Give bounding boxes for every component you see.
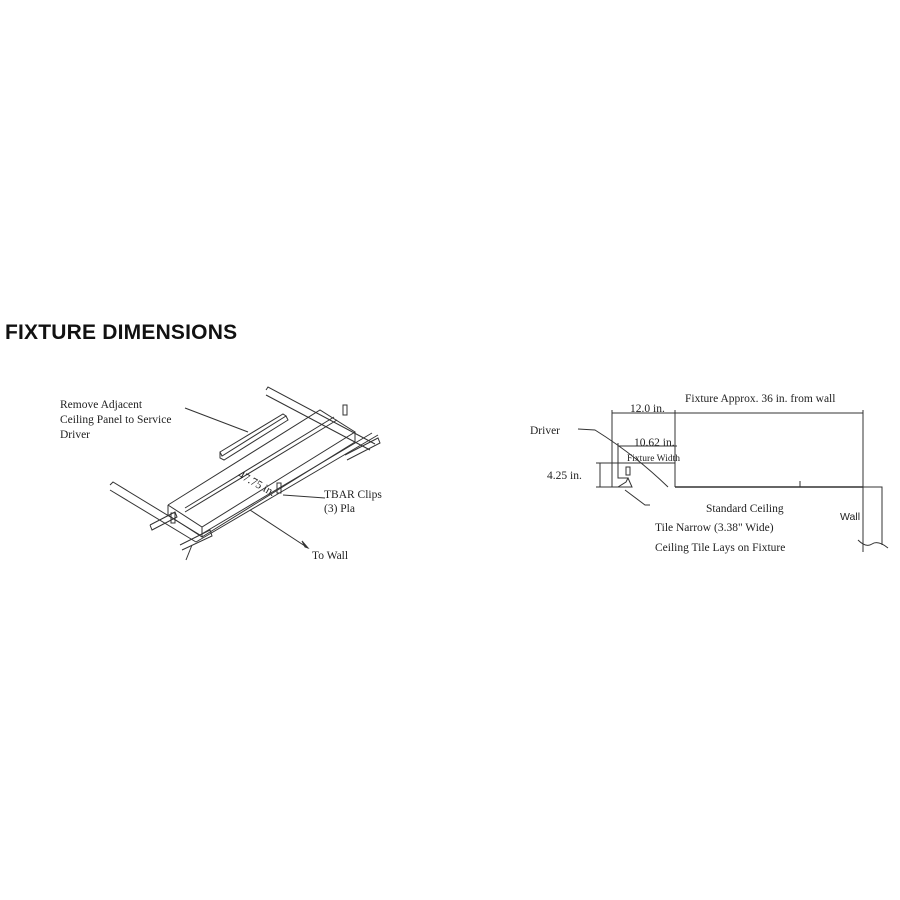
ceiling-note-line1: Standard Ceiling (706, 503, 784, 515)
ceiling-note-line3: Ceiling Tile Lays on Fixture (655, 542, 786, 554)
wall-label: Wall (840, 511, 861, 523)
width-1062-label: 10.62 in. (634, 437, 675, 449)
width-12-label: 12.0 in. (630, 403, 665, 415)
dimension-lines (596, 410, 864, 488)
remove-panel-note-line1: Remove Adjacent (60, 399, 143, 411)
tbar-clips-label-line2: (3) Pla (324, 503, 355, 515)
tbar-clip (342, 404, 348, 416)
ceiling-note-line2: Tile Narrow (3.38" Wide) (655, 522, 774, 534)
tbar-clips-label-line1: TBAR Clips (324, 489, 382, 501)
fixture-width-label: Fixture Width (627, 454, 681, 464)
tbar-clip (170, 512, 176, 524)
fixture-box (167, 409, 356, 538)
fixture-distance-label: Fixture Approx. 36 in. from wall (685, 393, 836, 405)
driver-leader (577, 428, 669, 488)
wall (857, 486, 889, 552)
ceiling-line (675, 481, 863, 488)
fixture-section (616, 462, 676, 488)
tbar-clip (276, 482, 282, 494)
section-title: FIXTURE DIMENSIONS (5, 321, 238, 344)
remove-panel-note-line3: Driver (60, 429, 91, 441)
to-wall-label: To Wall (312, 550, 349, 562)
height-label: 4.25 in. (547, 470, 582, 482)
remove-panel-note-line2: Ceiling Panel to Service (60, 414, 172, 426)
driver-label: Driver (530, 425, 561, 437)
removed-ceiling-panel (219, 413, 289, 461)
tbar-grid (109, 386, 381, 561)
ceiling-tile-leader (624, 489, 650, 506)
